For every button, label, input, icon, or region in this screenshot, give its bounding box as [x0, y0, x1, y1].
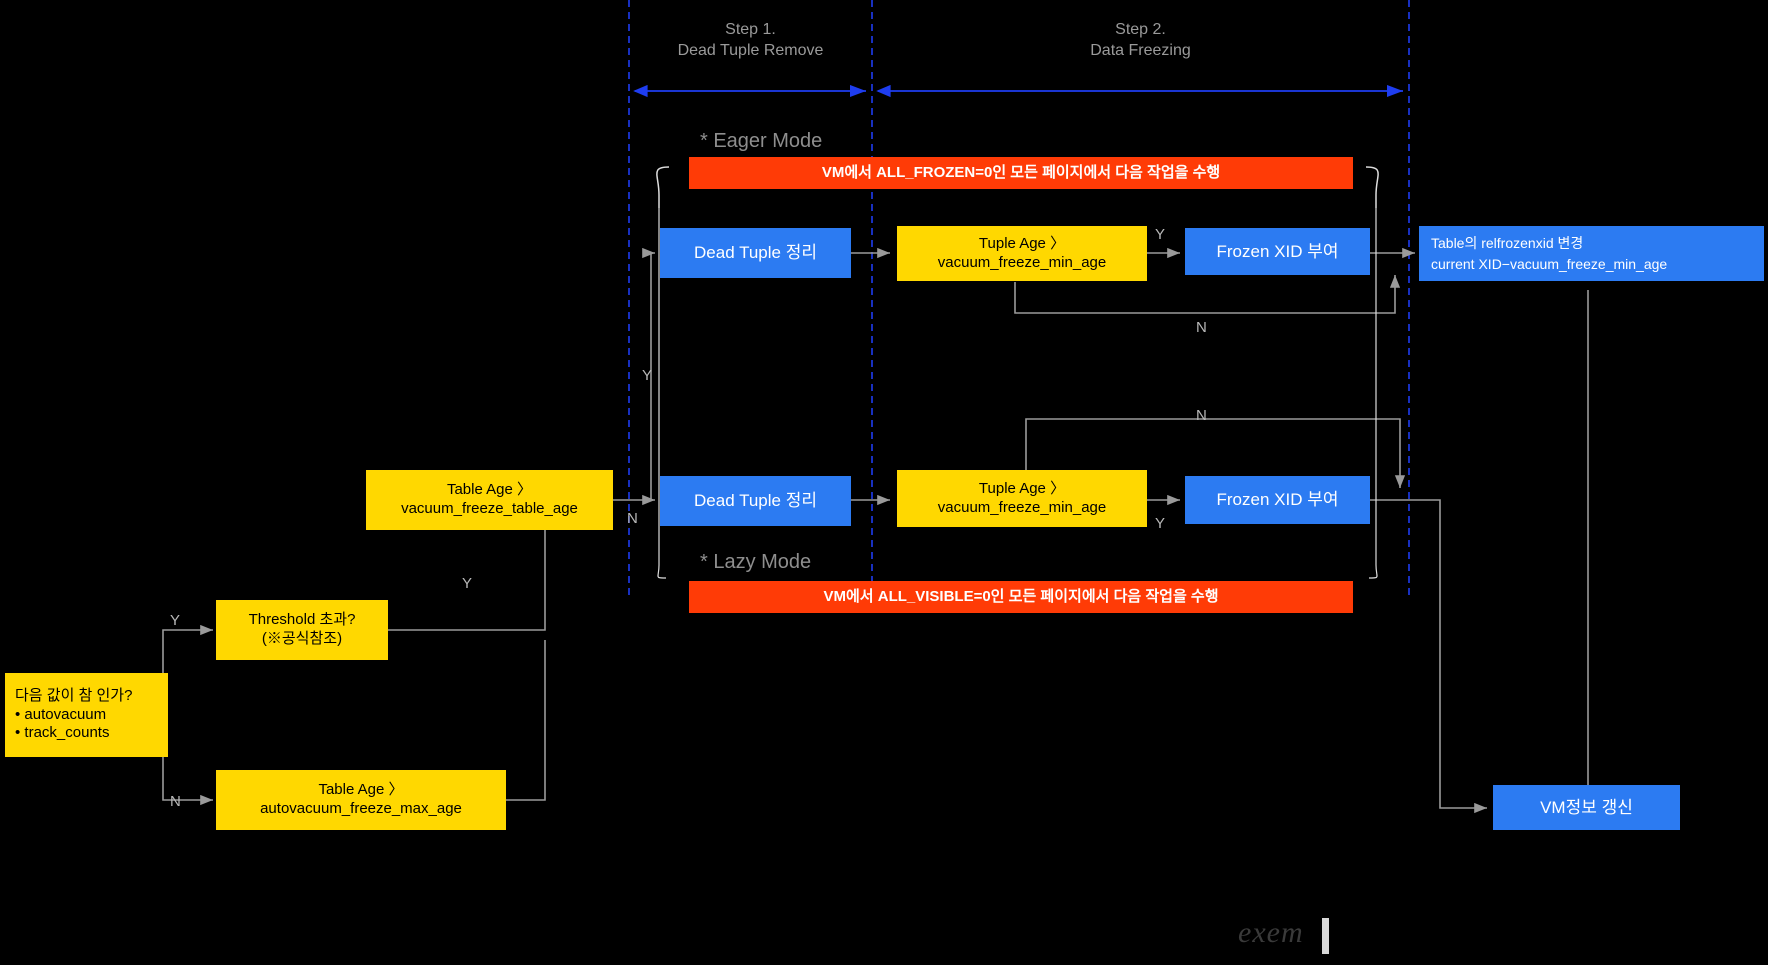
node-frozen-xid-eager[interactable]: Frozen XID 부여 — [1185, 228, 1370, 275]
edge-label-tuple-age-lazy-no: N — [1196, 407, 1207, 424]
node-tuple-age-eager[interactable]: Tuple Age 〉 vacuum_freeze_min_age — [897, 226, 1147, 281]
node-dead-tuple-eager[interactable]: Dead Tuple 정리 — [660, 228, 851, 278]
watermark-logo: exem — [1238, 916, 1304, 949]
edge-label-autovacuum-no: N — [170, 793, 181, 810]
node-autovacuum-check[interactable]: 다음 값이 참 인가? • autovacuum • track_counts — [5, 673, 168, 757]
lazy-mode-label: * Lazy Mode — [700, 551, 812, 573]
node-threshold[interactable]: Threshold 초과? (※공식참조) — [216, 600, 388, 660]
edge-label-table-age-no: N — [627, 510, 638, 527]
node-dead-tuple-lazy[interactable]: Dead Tuple 정리 — [660, 476, 851, 526]
node-frozen-xid-lazy[interactable]: Frozen XID 부여 — [1185, 476, 1370, 524]
edge-label-tuple-age-eager-yes: Y — [1155, 226, 1166, 243]
edge-label-threshold-yes: Y — [462, 575, 473, 592]
edge-label-tuple-age-eager-no: N — [1196, 319, 1207, 336]
node-table-age-freeze[interactable]: Table Age 〉 vacuum_freeze_table_age — [366, 470, 613, 530]
edge-label-table-age-yes: Y — [642, 367, 653, 384]
eager-mode-label: * Eager Mode — [700, 130, 823, 152]
node-tuple-age-lazy[interactable]: Tuple Age 〉 vacuum_freeze_min_age — [897, 470, 1147, 527]
watermark-bar — [1322, 918, 1329, 954]
edge-label-autovacuum-yes: Y — [170, 612, 181, 629]
node-relfrozenxid[interactable]: Table의 relfrozenxid 변경 current XID−vacuu… — [1419, 226, 1764, 281]
step-label-1: Step 1. Dead Tuple Remove — [677, 21, 824, 59]
node-vm-update[interactable]: VM정보 갱신 — [1493, 785, 1680, 830]
eager-banner: VM에서 ALL_FROZEN=0인 모든 페이지에서 다음 작업을 수행 — [689, 157, 1353, 189]
edge-label-tuple-age-lazy-yes: Y — [1155, 515, 1166, 532]
lazy-banner: VM에서 ALL_VISIBLE=0인 모든 페이지에서 다음 작업을 수행 — [689, 581, 1353, 613]
step-label-2: Step 2. Data Freezing — [1090, 21, 1191, 59]
node-table-age-autovacuum[interactable]: Table Age 〉 autovacuum_freeze_max_age — [216, 770, 506, 830]
